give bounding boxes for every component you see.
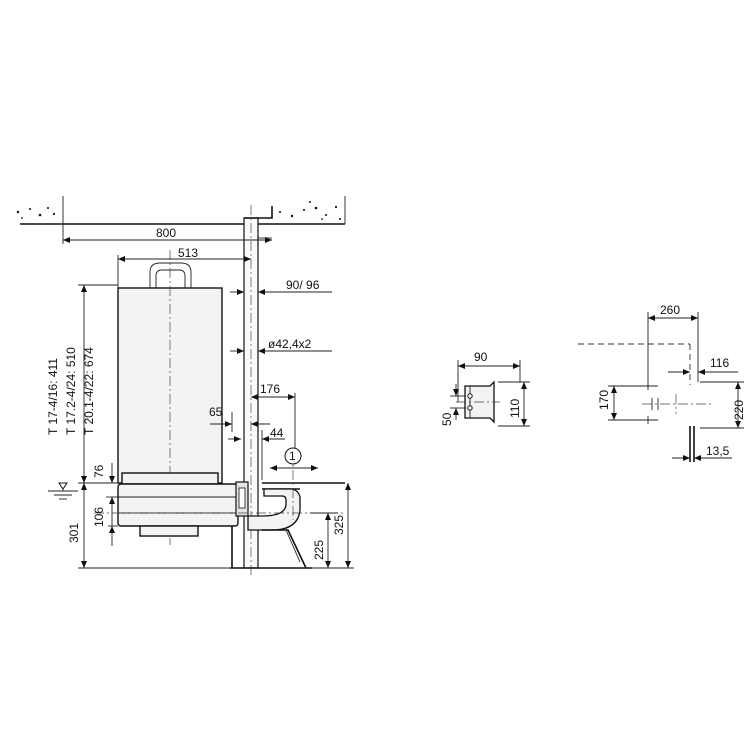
discharge-elbow [94, 452, 345, 569]
pipe-dimensions: 90/ 96 ø42,4x2 176 65 44 [209, 278, 332, 480]
dim-13-5: 13,5 [706, 444, 730, 458]
bottom-right-dimensions: 225 325 [310, 483, 354, 569]
type-height-label-3: T 20.1-4/22: 674 [82, 347, 96, 435]
dim-76: 76 [92, 464, 106, 478]
dim-800: 800 [156, 226, 176, 240]
dim-pipe-diameter: ø42,4x2 [268, 337, 312, 351]
dim-220: 220 [732, 400, 746, 420]
dim-65: 65 [209, 405, 223, 419]
dim-301: 301 [67, 523, 81, 543]
type-height-label-2: T 17.2-4/24: 510 [64, 347, 78, 435]
dim-bracket-110: 110 [508, 399, 522, 418]
ground-surface [16, 196, 346, 244]
callout-number: 1 [289, 449, 296, 463]
dim-170: 170 [597, 390, 611, 410]
bracket-view: 90 110 50 [440, 350, 530, 427]
dim-225: 225 [312, 540, 326, 560]
dim-106: 106 [92, 507, 106, 527]
top-dimensions: 800 513 [63, 226, 272, 290]
left-dimensions: T 17-4/16: 411 T 17.2-4/24: 510 T 20.1-4… [46, 284, 232, 569]
type-height-label-1: T 17-4/16: 411 [46, 358, 60, 435]
dim-116: 116 [710, 356, 729, 370]
dim-bracket-50: 50 [440, 412, 454, 426]
dim-44: 44 [270, 426, 284, 440]
main-view: T 17-4/16: 411 T 17.2-4/24: 510 T 20.1-4… [16, 196, 354, 575]
dim-90-96: 90/ 96 [286, 278, 320, 292]
water-level-symbol [48, 482, 78, 500]
dim-260: 260 [660, 303, 680, 317]
dim-bracket-90: 90 [474, 350, 488, 364]
dim-325: 325 [332, 515, 346, 535]
callout-1: 1 [270, 447, 318, 471]
dim-513: 513 [178, 246, 198, 260]
base-plan-view: 260 116 170 220 13,5 [578, 303, 746, 462]
pump-motor [117, 250, 239, 545]
dim-176: 176 [260, 382, 280, 396]
